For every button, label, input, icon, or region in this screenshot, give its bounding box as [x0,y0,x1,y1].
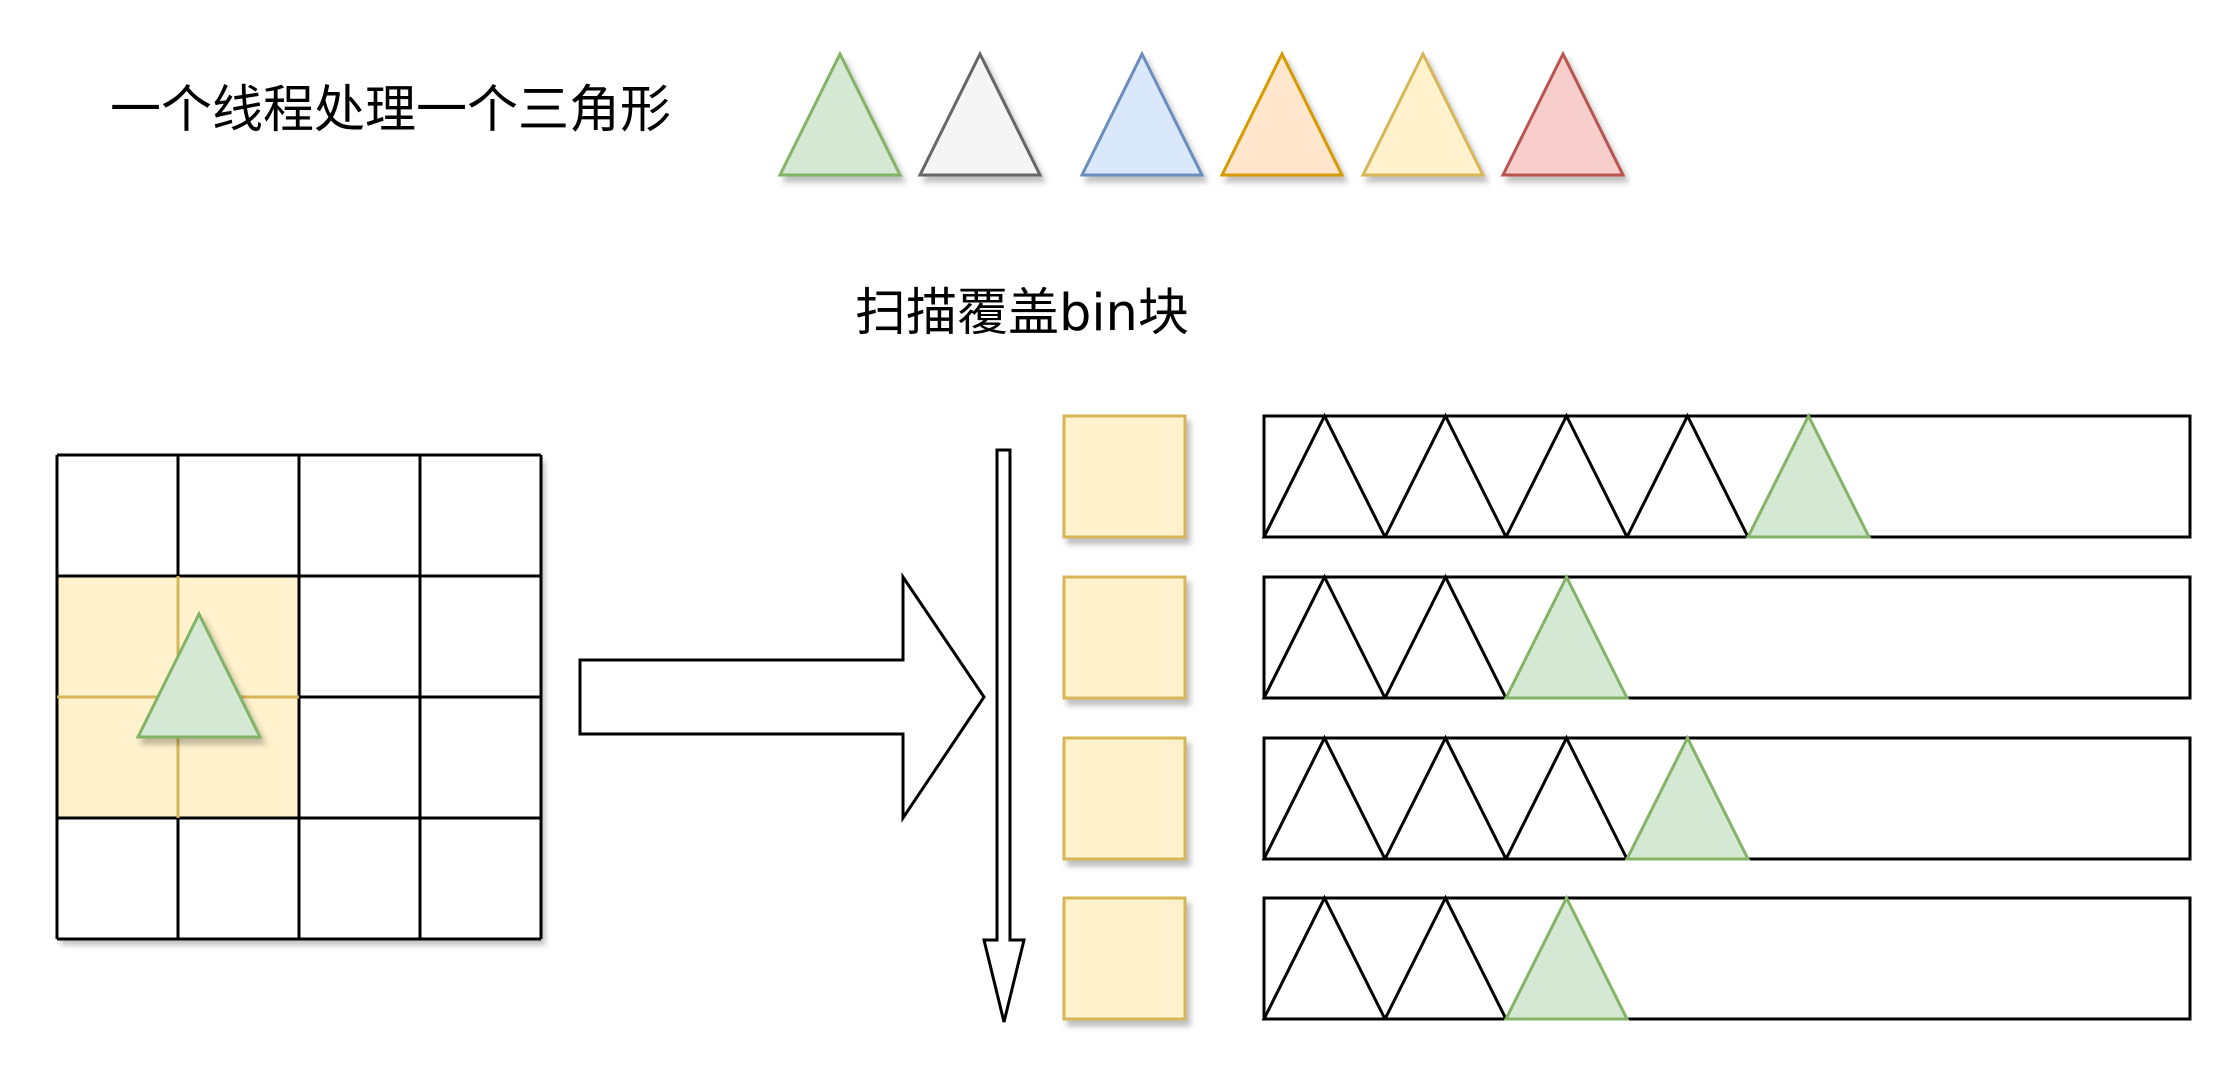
palette-triangle-blue [1079,50,1205,177]
screen-tile-grid [55,453,543,941]
bin-row [1062,573,2192,700]
bin-lists [1062,412,2192,1021]
list-triangle [1624,412,1751,539]
list-triangle [1261,894,1388,1021]
new-triangle [1624,734,1751,861]
palette-triangle-gray [917,50,1043,177]
triangle-palette [777,50,1626,177]
list-triangle [1503,734,1630,861]
down-arrow [982,448,1026,1023]
bin-list-container [1262,896,2192,1021]
covered-tile [57,576,178,697]
bin-square [1062,575,1187,700]
new-triangle [1503,573,1630,700]
bin-row [1062,412,2192,539]
title-label: 一个线程处理一个三角形 [110,81,672,140]
bin-square [1062,414,1187,539]
list-triangle [1503,412,1630,539]
list-triangle [1382,412,1509,539]
list-triangle [1382,894,1509,1021]
new-triangle [1503,894,1630,1021]
right-arrow [578,572,986,823]
bin-row [1062,734,2192,861]
bin-list-container [1262,414,2192,539]
palette-triangle-orange [1219,50,1345,177]
bin-row [1062,894,2192,1021]
grid-triangle [135,610,263,739]
arrows [578,448,1026,1023]
scan-bin-label: 扫描覆盖bin块 [855,284,1189,343]
new-triangle [1745,412,1872,539]
list-triangle [1382,734,1509,861]
list-triangle [1261,412,1388,539]
bin-square [1062,896,1187,1021]
list-triangle [1261,573,1388,700]
palette-triangle-green [777,50,903,177]
palette-triangle-red [1500,50,1626,177]
bin-square [1062,736,1187,861]
list-triangle [1261,734,1388,861]
list-triangle [1382,573,1509,700]
bin-list-container [1262,575,2192,700]
palette-triangle-yellow [1360,50,1486,177]
